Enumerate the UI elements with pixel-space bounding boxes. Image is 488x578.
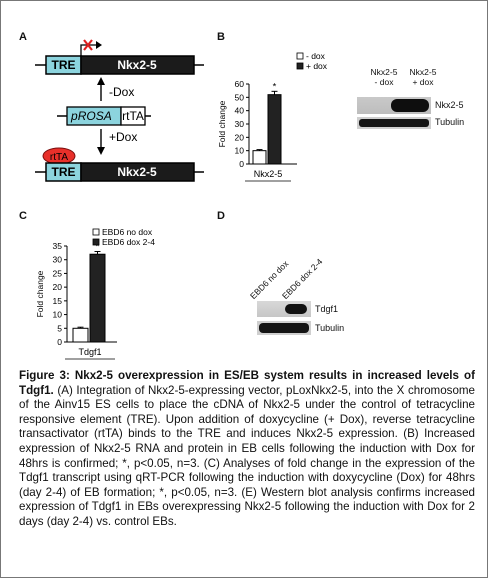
chart-c-significance-marker: * [96,241,100,252]
chart-b-y-tick-label-1: 10 [235,146,245,156]
blot-b-lane-label-2: Nkx2-5 + dox [409,67,437,87]
blot-b-tubulin-label: Tubulin [435,117,465,127]
chart-c-legend-label-0: EBD6 no dox [102,227,153,237]
panel-label-b: B [217,31,225,43]
panel-label-d: D [217,210,225,222]
blocked-cross-icon [83,39,93,51]
blot-d-tdgf1-label: Tdgf1 [315,304,339,314]
chart-b-legend-label-1: + dox [306,61,328,71]
chart-b-category-label: Nkx2-5 [254,169,283,179]
chart-c-y-tick-label-5: 25 [53,268,63,278]
panel-d-western-blot: EBD6 no dox EBD6 dox 2-4 Tdgf1 Tubulin [248,251,363,341]
caption-body: (A) Integration of Nkx2-5-expressing vec… [19,383,475,528]
rtta-box [120,106,146,126]
chart-c-y-tick-label-0: 0 [57,337,62,347]
bottom-tre-label: TRE [52,165,76,179]
panel-b-western-blot: Nkx2-5 - dox Nkx2-5 + dox Nkx2-5 Tubulin [357,67,487,137]
chart-b-y-tick-label-6: 60 [235,79,245,89]
rosa-name: ROSA [78,109,112,123]
top-gene-label: Nkx2-5 [117,58,157,72]
chart-c-legend-swatch-1 [92,238,100,246]
blot-d-tubulin-band [259,323,309,333]
chart-b-y-tick-label-4: 40 [235,106,245,116]
up-arrow-head-icon [97,77,105,85]
chart-c-legend-label-1: EBD6 dox 2-4 [102,237,155,247]
transcription-start-arrow-icon [80,44,96,56]
chart-b-y-axis-label: Fold change [217,100,227,147]
chart-b-legend-swatch-0 [296,52,304,60]
chart-c-y-tick-label-3: 15 [53,296,63,306]
chart-c-category-label: Tdgf1 [78,347,101,357]
blot-b-lane-label-1: Nkx2-5 - dox [370,67,398,87]
rtta-label: rtTA [122,109,144,123]
rosa-prefix: p [70,109,78,123]
blot-b-tubulin-strip [357,117,431,129]
bottom-gene-label: Nkx2-5 [117,165,157,179]
blot-d-tubulin-label: Tubulin [315,323,345,333]
figure-caption: Figure 3: Nkx2-5 overexpression in ES/EB… [19,369,475,530]
blot-d-tdgf1-band [285,304,307,314]
chart-b-y-tick-label-2: 20 [235,132,245,142]
chart-b-legend-label-0: - dox [306,51,326,61]
chart-b-bar-0 [252,150,267,165]
blot-b-nkx-strip [357,97,431,114]
minus-dox-label: -Dox [109,85,134,99]
chart-b-significance-marker: * [273,81,277,92]
rosa-text: pROSA [70,109,112,123]
chart-c-y-tick-label-6: 30 [53,255,63,265]
chart-b-legend-swatch-1 [296,62,304,70]
bottom-gene-box [80,162,195,182]
blot-b-tubulin-band [359,119,429,127]
chart-c-bar-1 [89,253,106,343]
caption-title: Figure 3: Nkx2-5 overexpression in ES/EB… [19,369,475,397]
arrow-head-icon [96,41,102,49]
plus-dox-label: +Dox [109,130,137,144]
top-gene-box [80,55,195,75]
chart-c-y-tick-label-4: 20 [53,282,63,292]
down-arrow-head-icon [97,147,105,155]
chart-c-y-axis-label: Fold change [35,270,45,317]
chart-c-bar-0 [72,327,89,343]
chart-b-y-tick-label-3: 30 [235,119,245,129]
panel-a-schematic: TRE Nkx2-5 -Dox pROSA rtTA +Dox rtTA TRE [35,39,204,182]
panel-label-c: C [19,210,27,222]
chart-b-y-tick-label-0: 0 [239,159,244,169]
panel-label-a: A [19,31,27,43]
chart-b-bar-1 [267,94,282,165]
blot-d-tubulin-strip [257,321,311,335]
blot-d-tdgf1-strip [257,301,311,317]
chart-c-y-tick-label-2: 10 [53,310,63,320]
chart-b-y-tick-label-5: 50 [235,92,245,102]
chart-c-y-tick-label-7: 35 [53,241,63,251]
blot-b-nkx-label: Nkx2-5 [435,100,464,110]
chart-c-legend-swatch-0 [92,228,100,236]
blot-b-nkx-band [391,99,429,112]
top-tre-label: TRE [52,58,76,72]
rtta-bubble-label: rtTA [50,152,68,163]
chart-c-y-tick-label-1: 5 [57,323,62,333]
